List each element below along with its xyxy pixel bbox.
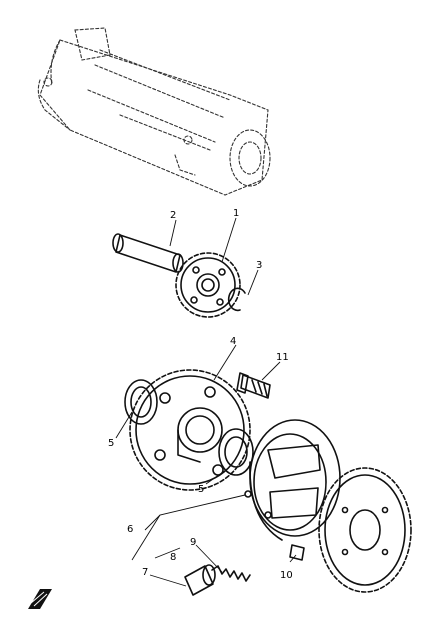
callout-1: 1 — [233, 208, 239, 219]
idler-gear-part-1 — [175, 252, 241, 318]
starter-motor-ghost — [37, 27, 271, 196]
plunger-and-spring-parts — [184, 564, 251, 596]
callout-3: 3 — [256, 260, 262, 271]
callout-5-upper: 5 — [108, 438, 114, 449]
bolt-part-11 — [236, 372, 271, 399]
washer-part-5-lower — [218, 428, 254, 476]
callout-4: 4 — [230, 336, 236, 347]
callout-9: 9 — [190, 537, 196, 548]
circlip-part-3 — [227, 287, 246, 312]
washer-part-5-upper — [124, 379, 158, 425]
leader-lines — [115, 217, 297, 587]
callout-10: 10 — [280, 570, 293, 581]
callout-2: 2 — [170, 210, 176, 221]
front-arrow-icon — [28, 589, 52, 609]
starter-gear-part-4 — [129, 369, 251, 491]
callout-7: 7 — [142, 567, 148, 578]
callout-6: 6 — [127, 524, 133, 535]
callout-8: 8 — [170, 552, 176, 563]
roller-part-10 — [289, 544, 305, 561]
shaft-part-2 — [112, 233, 184, 273]
rotor-sprocket — [318, 467, 412, 593]
callout-5-lower: 5 — [198, 484, 204, 495]
callout-11: 11 — [276, 352, 289, 363]
